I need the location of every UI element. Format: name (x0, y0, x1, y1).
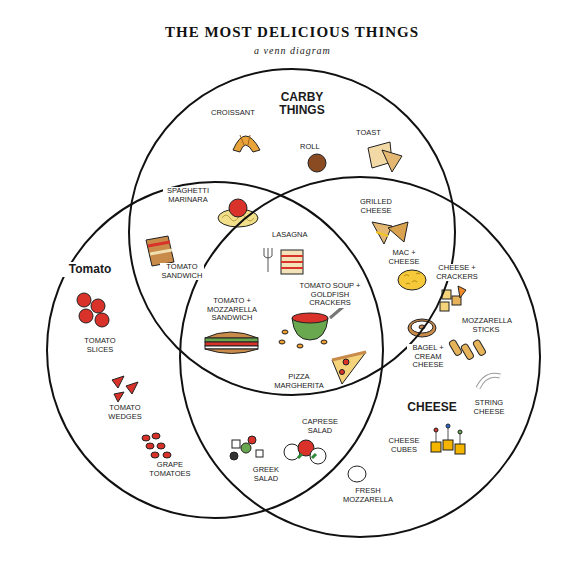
greek-salad-icon (230, 436, 263, 460)
food-label: STRING CHEESE (470, 399, 508, 416)
circle-outline (178, 175, 542, 539)
diagram-title: THE MOST DELICIOUS THINGS (165, 24, 419, 41)
food-label: SPAGHETTI MARINARA (163, 187, 213, 204)
fresh-mozzarella-icon (348, 466, 366, 482)
venn-circle: CHEESE (180, 177, 540, 537)
food-label: MOZZARELLA STICKS (461, 317, 511, 334)
food-label: ROLL (299, 143, 321, 152)
food-label: LASAGNA (271, 231, 308, 240)
croissant-icon (233, 135, 260, 152)
grape-tomatoes-icon (142, 433, 171, 458)
roll-icon (308, 154, 326, 172)
soup-icon (279, 306, 344, 348)
circle-line (47, 182, 383, 518)
food-label: TOMATO WEDGES (92, 404, 158, 421)
circle-line (129, 69, 455, 395)
food-label: CROISSANT (210, 109, 256, 118)
sub-sandwich-icon (205, 332, 258, 354)
food-label: TOMATO SANDWICH (160, 263, 204, 280)
subtitle: a venn diagram (253, 45, 332, 57)
caprese-icon (284, 440, 326, 464)
food-label: CAPRESE SALAD (289, 418, 351, 435)
food-label: CHEESE + CRACKERS (433, 264, 481, 281)
tomato-sandwich-icon (146, 236, 174, 266)
food-label: GRAPE TOMATOES (142, 461, 198, 478)
cheese-cubes-icon (431, 424, 465, 454)
food-label: MAC + CHEESE (375, 249, 433, 266)
tomato-slices-icon (77, 293, 109, 327)
food-label: GRILLED CHEESE (346, 198, 406, 215)
grilled-cheese-icon (372, 222, 408, 244)
food-label: GREEK SALAD (240, 466, 292, 483)
circle-heading: Tomato (62, 262, 118, 277)
food-label: TOMATO + MOZZARELLA SANDWICH (201, 297, 263, 323)
food-label: BAGEL + CREAM CHEESE (407, 344, 449, 370)
food-label: TOMATO SLICES (74, 337, 126, 354)
circle-heading: CHEESE (402, 400, 462, 415)
food-label: TOAST (355, 129, 382, 138)
bagel-icon (408, 319, 436, 337)
string-cheese-icon (478, 375, 500, 388)
mozzarella-sticks-icon (448, 339, 486, 360)
food-label: CHEESE CUBES (386, 437, 422, 454)
tomato-wedges-icon (112, 376, 138, 402)
mac-cheese-icon (398, 270, 426, 290)
toast-icon (368, 142, 402, 172)
food-label: FRESH MOZZARELLA (330, 487, 406, 504)
food-label: TOMATO SOUP + GOLDFISH CRACKERS (294, 282, 366, 308)
food-label: PIZZA MARGHERITA (273, 373, 325, 390)
circle-line (180, 177, 540, 537)
circle-heading: CARBY THINGS (274, 90, 330, 118)
lasagna-icon (264, 248, 303, 274)
